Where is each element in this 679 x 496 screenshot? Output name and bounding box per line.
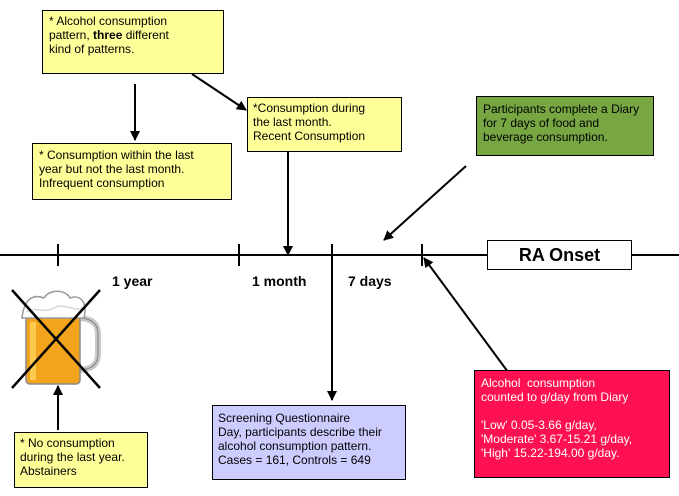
pattern-line-2-bold: three — [93, 28, 123, 42]
screening-line-2: Day, participants describe their — [218, 425, 382, 439]
last-year-box: * Consumption within the last year but n… — [32, 143, 232, 200]
grams-per-day-box: Alcohol consumption counted to g/day fro… — [474, 370, 670, 478]
arrow-grams-to-timeline — [423, 257, 509, 373]
diary-line-2: for 7 days of food and — [483, 116, 600, 130]
grams-line-2: counted to g/day from Diary — [481, 390, 629, 404]
diary-line-3: beverage consumption. — [483, 130, 608, 144]
arrow-diary-to-timeline — [383, 165, 467, 241]
last-month-line-2: the last month. — [253, 115, 332, 129]
pattern-line-2-pre: pattern, — [49, 28, 94, 42]
screening-line-1: Screening Questionnaire — [218, 411, 351, 425]
ra-onset-box: RA Onset — [487, 240, 632, 270]
pattern-line-2-post: different — [122, 28, 169, 42]
screening-line-4: Cases = 161, Controls = 649 — [218, 453, 371, 467]
grams-line-moderate: 'Moderate' 3.67-15.21 g/day, — [481, 432, 633, 446]
pattern-line-2: pattern, three different — [49, 28, 217, 42]
abstainers-line-1: * No consumption — [20, 436, 115, 450]
pattern-line-1: * Alcohol consumption — [49, 14, 168, 28]
screening-line-3: alcohol consumption pattern. — [218, 439, 372, 453]
connector-arrows — [53, 73, 509, 430]
timeline-label-1-year: 1 year — [112, 273, 153, 289]
timeline-label-1-month: 1 month — [252, 273, 307, 289]
diary-box: Participants complete a Diary for 7 days… — [476, 96, 654, 156]
last-year-line-1: * Consumption within the last — [39, 148, 194, 162]
abstainers-line-2: during the last year. — [20, 450, 125, 464]
last-month-box: *Consumption during the last month. Rece… — [247, 97, 402, 152]
diary-line-1: Participants complete a Diary — [483, 102, 640, 116]
consumption-pattern-box: * Alcohol consumption pattern, three dif… — [42, 10, 224, 74]
grams-line-1: Alcohol consumption — [481, 376, 596, 390]
grams-line-3 — [481, 404, 663, 418]
timeline-label-7-days: 7 days — [348, 273, 392, 289]
last-year-line-3: Infrequent consumption — [39, 176, 165, 190]
arrow-pattern-to-last-month — [191, 73, 247, 111]
last-month-line-3: Recent Consumption — [253, 129, 366, 143]
screening-questionnaire-box: Screening Questionnaire Day, participant… — [212, 405, 406, 480]
last-year-line-2: year but not the last month. — [39, 162, 185, 176]
crossed-out-beer-mug-icon — [11, 289, 101, 389]
grams-line-low: 'Low' 0.05-3.66 g/day, — [481, 418, 597, 432]
pattern-line-3: kind of patterns. — [49, 42, 135, 56]
abstainers-box: * No consumption during the last year. A… — [14, 432, 148, 488]
abstainers-line-3: Abstainers — [20, 464, 77, 478]
last-month-line-1: *Consumption during — [253, 101, 366, 115]
grams-line-high: 'High' 15.22-194.00 g/day. — [481, 446, 620, 460]
